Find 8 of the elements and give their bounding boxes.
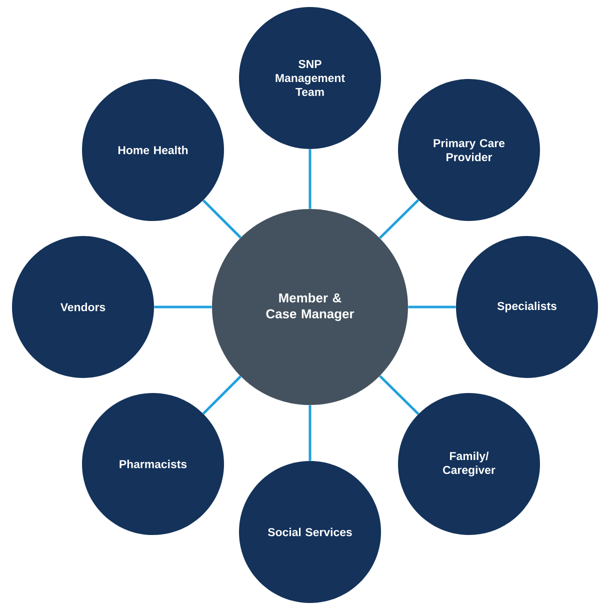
- connector-line: [379, 199, 420, 239]
- connector-line: [308, 149, 312, 209]
- connector-line: [379, 375, 420, 415]
- connector-line: [408, 306, 456, 308]
- connector-line: [154, 306, 212, 308]
- connector-line: [308, 405, 312, 461]
- connector-line: [202, 376, 242, 415]
- connector-line: [202, 199, 242, 238]
